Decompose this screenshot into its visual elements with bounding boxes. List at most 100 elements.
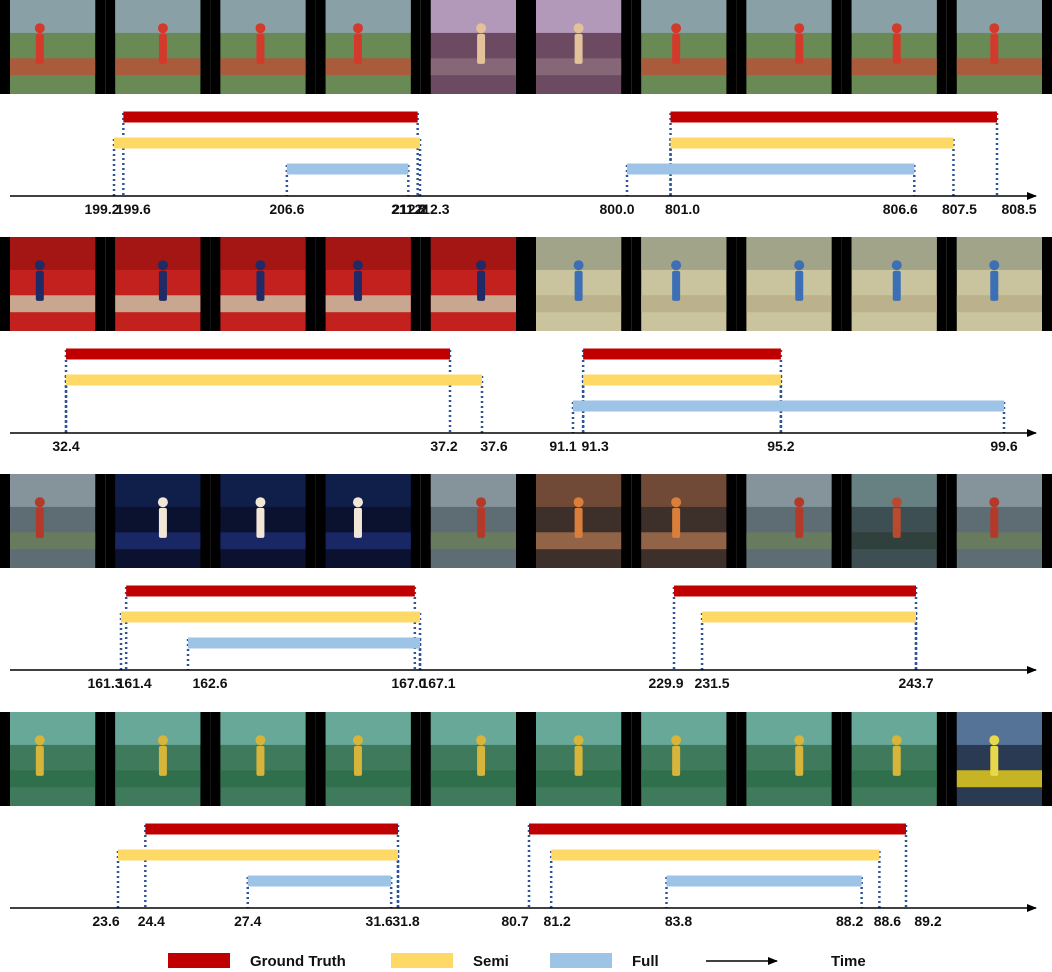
frame-background xyxy=(325,237,411,270)
frame-ground xyxy=(115,532,201,550)
athlete-head xyxy=(352,497,363,508)
video-frame xyxy=(631,237,737,331)
video-frame xyxy=(315,474,421,568)
athlete-head xyxy=(989,260,1000,271)
tick-label: 206.6 xyxy=(269,201,304,217)
frame-ground xyxy=(746,295,832,313)
frame-ground xyxy=(430,532,516,550)
frame-background xyxy=(10,0,96,33)
tick-label: 243.7 xyxy=(898,675,933,691)
legend-swatch-semi xyxy=(391,953,453,968)
video-frame xyxy=(315,237,421,331)
frame-ground xyxy=(851,58,937,76)
frame-background xyxy=(641,474,727,507)
athlete-head xyxy=(794,23,805,34)
athlete-figure xyxy=(574,507,583,538)
video-frame xyxy=(210,474,316,568)
video-frame xyxy=(736,0,842,94)
frame-ground xyxy=(220,58,306,76)
full-bar xyxy=(286,163,409,175)
tick-label: 167.0 xyxy=(391,675,426,691)
athlete-figure xyxy=(574,33,583,64)
tick-label: 24.4 xyxy=(138,913,165,929)
filmstrip-row-3 xyxy=(0,474,1052,568)
ground-truth-bar xyxy=(529,823,906,835)
athlete-figure xyxy=(158,507,167,538)
frame-ground xyxy=(956,58,1042,76)
video-frame xyxy=(210,0,316,94)
frame-background xyxy=(10,237,96,270)
tick-label: 88.2 xyxy=(836,913,863,929)
athlete-head xyxy=(573,23,584,34)
athlete-figure xyxy=(477,33,486,64)
frame-background xyxy=(115,237,201,270)
tick-label: 211.8 xyxy=(391,201,425,217)
frame-ground xyxy=(325,295,411,313)
video-frame xyxy=(841,712,947,806)
video-frame xyxy=(946,474,1052,568)
frame-ground xyxy=(220,770,306,788)
athlete-figure xyxy=(574,270,583,301)
semi-bar xyxy=(702,611,916,623)
athlete-figure xyxy=(892,33,901,64)
athlete-head xyxy=(34,735,45,746)
video-frame xyxy=(526,0,632,94)
frame-ground xyxy=(536,532,622,550)
frame-background xyxy=(115,474,201,507)
frame-background xyxy=(325,712,411,745)
frame-ground xyxy=(430,295,516,313)
video-frame xyxy=(736,712,842,806)
frame-ground xyxy=(851,295,937,313)
legend-label-time: Time xyxy=(831,953,866,970)
tick-label: 162.6 xyxy=(192,675,227,691)
tick-label: 808.5 xyxy=(1001,201,1036,217)
athlete-figure xyxy=(158,270,167,301)
athlete-figure xyxy=(892,745,901,776)
tick-label: 83.8 xyxy=(665,913,692,929)
athlete-head xyxy=(794,497,805,508)
athlete-figure xyxy=(795,507,804,538)
tick-label: 27.4 xyxy=(234,913,261,929)
tick-label: 31.8 xyxy=(392,913,419,929)
tick-label: 91.3 xyxy=(582,438,609,454)
frame-ground xyxy=(430,58,516,76)
athlete-head xyxy=(476,497,487,508)
frame-background xyxy=(746,712,832,745)
athlete-figure xyxy=(353,33,362,64)
athlete-figure xyxy=(795,745,804,776)
frame-background xyxy=(430,712,516,745)
athlete-head xyxy=(989,735,1000,746)
video-frame xyxy=(946,0,1052,94)
athlete-head xyxy=(352,735,363,746)
tick-label: 161.4 xyxy=(117,675,152,691)
athlete-head xyxy=(891,23,902,34)
athlete-head xyxy=(891,497,902,508)
tick-label: 167.1 xyxy=(420,675,455,691)
frame-ground xyxy=(536,58,622,76)
tick-label: 212.2 xyxy=(392,201,427,217)
tick-label: 231.5 xyxy=(695,675,730,691)
frame-ground xyxy=(641,770,727,788)
legend: Ground Truth Semi Full Time xyxy=(168,953,866,970)
semi-bar xyxy=(66,374,482,386)
filmstrip-row-2 xyxy=(0,237,1052,331)
video-frame xyxy=(420,712,526,806)
video-frame xyxy=(210,237,316,331)
tick-label: 89.2 xyxy=(914,913,941,929)
athlete-figure xyxy=(353,745,362,776)
athlete-head xyxy=(352,23,363,34)
athlete-head xyxy=(794,260,805,271)
tick-label: 229.9 xyxy=(648,675,683,691)
athlete-figure xyxy=(892,507,901,538)
tick-label: 806.6 xyxy=(883,201,918,217)
athlete-figure xyxy=(35,507,44,538)
frame-ground xyxy=(325,58,411,76)
frame-background xyxy=(956,474,1042,507)
athlete-figure xyxy=(256,33,265,64)
frame-background xyxy=(641,712,727,745)
tick-label: 199.2 xyxy=(84,201,119,217)
full-bar xyxy=(627,163,915,175)
